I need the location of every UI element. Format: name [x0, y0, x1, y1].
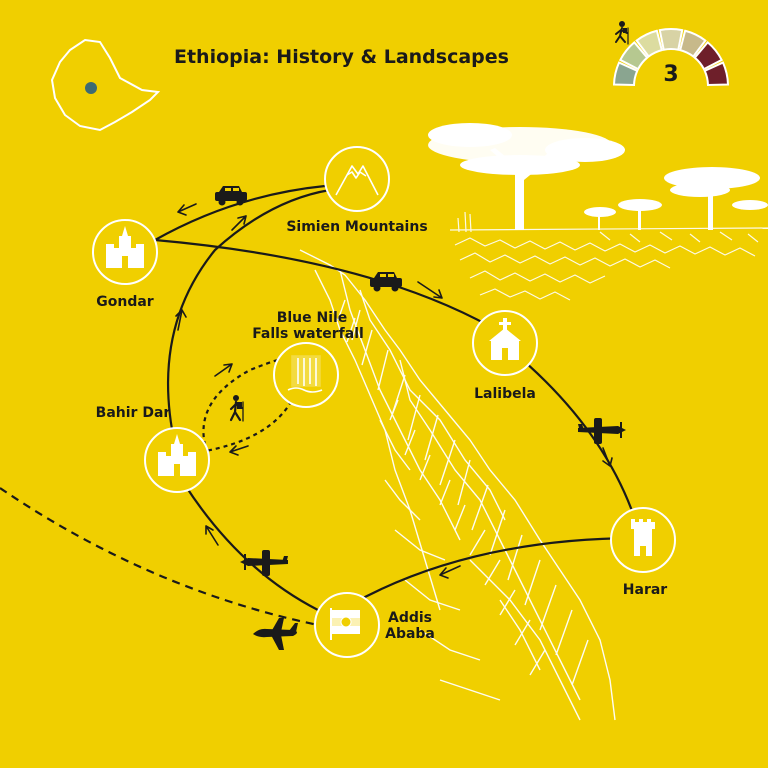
- tower-icon: [631, 519, 655, 556]
- arrow-icon: [214, 363, 233, 377]
- route-lalibela-harar: [504, 344, 642, 536]
- castle-icon: [158, 434, 196, 476]
- route-gondar-lalibela: [154, 238, 506, 336]
- route-lines: [0, 184, 642, 627]
- gauge-segment: [612, 61, 639, 87]
- label-lalibela: Lalibela: [474, 386, 536, 402]
- small-plane-icon: [578, 418, 626, 444]
- marker-bahir-dar[interactable]: [144, 427, 210, 493]
- difficulty-gauge: 3: [612, 21, 730, 87]
- arrow-icon: [231, 215, 247, 231]
- gauge-segment: [635, 29, 664, 58]
- jeep-icon: [215, 186, 247, 206]
- church-icon: [489, 318, 521, 360]
- marker-blue-nile-falls[interactable]: [273, 342, 339, 408]
- arrow-icon: [229, 445, 249, 456]
- locator-dot: [85, 82, 97, 94]
- acacia-savanna-illustration: [428, 123, 768, 230]
- hiker-icon: [615, 21, 629, 45]
- arrow-icon: [417, 281, 443, 299]
- arrow-icon: [439, 565, 461, 579]
- route-harar-addis: [349, 536, 641, 606]
- label-simien-mountains: Simien Mountains: [286, 219, 427, 235]
- gauge-segment: [658, 28, 684, 51]
- label-blue-nile-falls-line1: Blue Nile: [277, 310, 348, 326]
- marker-addis-ababa[interactable]: [314, 592, 380, 658]
- route-bahirdar-falls-hike-out: [202, 358, 279, 446]
- ethiopia-locator-map: [50, 38, 161, 132]
- arrow-icon: [177, 203, 197, 216]
- route-bahirdar-simien: [166, 188, 331, 446]
- arrow-icon: [175, 309, 187, 331]
- route-international-arrival: [0, 487, 319, 627]
- gauge-segment: [693, 40, 724, 71]
- arrow-icon: [205, 525, 219, 546]
- airliner-icon: [253, 618, 298, 650]
- small-plane-icon: [240, 550, 288, 576]
- page-title: Ethiopia: History & Landscapes: [174, 46, 509, 68]
- label-blue-nile-falls-line2: Falls waterfall: [252, 326, 364, 342]
- waterfall-icon: [287, 355, 323, 393]
- label-gondar: Gondar: [96, 294, 154, 310]
- hiker-icon: [229, 395, 244, 422]
- direction-arrows: [175, 203, 613, 579]
- label-harar: Harar: [623, 582, 668, 598]
- gauge-segment: [618, 40, 649, 71]
- castle-icon: [106, 226, 144, 268]
- marker-harar[interactable]: [610, 507, 676, 573]
- route-bahirdar-falls-hike-back: [199, 399, 293, 454]
- marker-lalibela[interactable]: [472, 310, 538, 376]
- flag-icon: [330, 608, 360, 640]
- mountain-icon: [335, 165, 379, 196]
- label-bahir-dar: Bahir Dar: [96, 405, 171, 421]
- jeep-icon: [370, 272, 402, 292]
- gauge-segment: [703, 61, 730, 87]
- marker-simien-mountains[interactable]: [324, 146, 390, 212]
- label-addis-ababa-line1: Addis: [388, 610, 432, 626]
- arrow-icon: [602, 447, 613, 467]
- gauge-segment: [678, 29, 707, 58]
- label-addis-ababa-line2: Ababa: [385, 626, 435, 642]
- grass-field-illustration: [449, 211, 768, 301]
- marker-gondar[interactable]: [92, 219, 158, 285]
- difficulty-level: 3: [663, 62, 678, 87]
- mountain-range-illustration: [299, 249, 616, 721]
